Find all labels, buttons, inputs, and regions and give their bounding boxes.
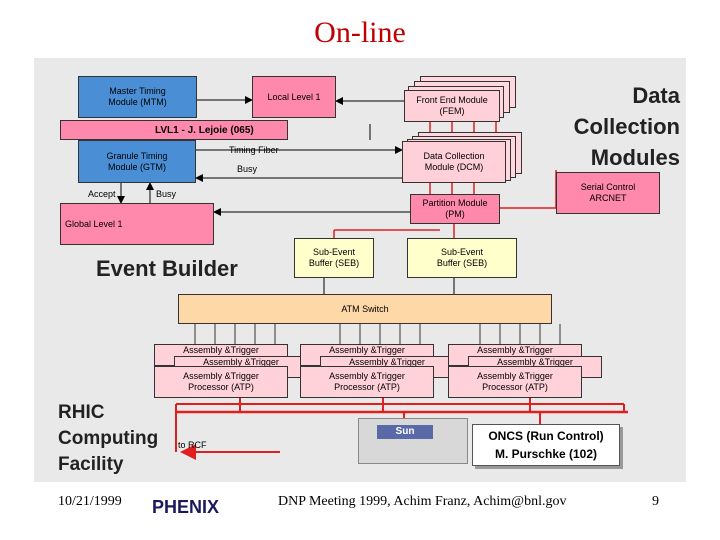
atp-label-3: Assembly &Trigger Processor (ATP)	[477, 371, 553, 392]
atm-switch-box[interactable]: ATM Switch	[178, 294, 552, 324]
atp-label-2: Assembly &Trigger Processor (ATP)	[329, 371, 405, 392]
mtm-box[interactable]: Master Timing Module (MTM)	[78, 76, 197, 118]
oncs-line2: M. Purschke (102)	[494, 447, 598, 461]
phenix-logo: PHENIX	[152, 494, 256, 520]
seb-box-1[interactable]: Sub-Event Buffer (SEB)	[294, 238, 374, 278]
data-collection-modules-heading: Data Collection Modules	[573, 83, 680, 170]
atp-back-label: Assembly &Trigger	[477, 345, 553, 355]
seb-label-1: Sub-Event Buffer (SEB)	[308, 247, 360, 268]
sun-logo-text: Sun	[395, 426, 415, 437]
local-level1-box[interactable]: Local Level 1	[252, 76, 336, 118]
oncs-box[interactable]: ONCS (Run Control) M. Purschke (102)	[472, 424, 620, 466]
rhic-heading: RHIC Computing Facility	[58, 402, 159, 475]
fem-box[interactable]: Front End Module (FEM)	[404, 90, 500, 122]
atm-switch-label: ATM Switch	[341, 303, 389, 314]
atp-back-label: Assembly &Trigger	[349, 357, 425, 367]
partition-module-label: Partition Module (PM)	[422, 198, 488, 219]
atp-box-3[interactable]: Assembly &Trigger Processor (ATP)	[448, 366, 582, 398]
fem-label: Front End Module (FEM)	[416, 95, 488, 116]
serial-control-label: Serial Control ARCNET	[580, 182, 636, 203]
busy-left-label: Busy	[156, 189, 177, 199]
sun-logo: Sun	[377, 425, 433, 439]
global-level1-label: Global Level 1	[65, 219, 123, 229]
lvl1-label: LVL1 - J. Lejoie (065)	[155, 124, 254, 136]
dcm-box[interactable]: Data Collection Module (DCM)	[402, 141, 506, 183]
atp-box-1[interactable]: Assembly &Trigger Processor (ATP)	[154, 366, 288, 398]
accept-label: Accept	[88, 189, 116, 199]
sun-workstation[interactable]: Sun	[358, 418, 468, 464]
seb-label-2: Sub-Event Buffer (SEB)	[436, 247, 488, 268]
footer-meeting: DNP Meeting 1999, Achim Franz, Achim@bnl…	[278, 494, 567, 509]
to-rcf-label: to RCF	[178, 440, 207, 450]
mtm-label: Master Timing Module (MTM)	[108, 86, 167, 107]
gtm-box[interactable]: Granule Timing Module (GTM)	[78, 140, 196, 183]
lvl1-bar[interactable]: LVL1 - J. Lejoie (065)	[60, 120, 288, 140]
atp-label-1: Assembly &Trigger Processor (ATP)	[183, 371, 259, 392]
footer-date: 10/21/1999	[58, 494, 122, 509]
seb-box-2[interactable]: Sub-Event Buffer (SEB)	[407, 238, 517, 278]
atp-back-label: Assembly &Trigger	[203, 357, 279, 367]
phenix-logo-text: PHENIX	[152, 497, 220, 517]
busy-right-label: Busy	[237, 164, 258, 174]
global-level1-box[interactable]: Global Level 1	[60, 203, 214, 245]
atp-back-label: Assembly &Trigger	[329, 345, 405, 355]
serial-control-box[interactable]: Serial Control ARCNET	[556, 172, 660, 214]
slide-title: On-line	[314, 16, 406, 49]
partition-module-box[interactable]: Partition Module (PM)	[410, 194, 500, 224]
timing-fiber-label: Timing Fiber	[229, 145, 279, 155]
gtm-label: Granule Timing Module (GTM)	[106, 150, 168, 172]
atp-back-label: Assembly &Trigger	[497, 357, 573, 367]
local-level1-label: Local Level 1	[267, 91, 321, 102]
dcm-label: Data Collection Module (DCM)	[423, 151, 485, 172]
atp-back-label: Assembly &Trigger	[183, 345, 259, 355]
event-builder-heading: Event Builder	[96, 256, 238, 281]
oncs-line1: ONCS (Run Control)	[488, 429, 604, 443]
atp-box-2[interactable]: Assembly &Trigger Processor (ATP)	[300, 366, 434, 398]
page-number: 9	[652, 494, 659, 509]
